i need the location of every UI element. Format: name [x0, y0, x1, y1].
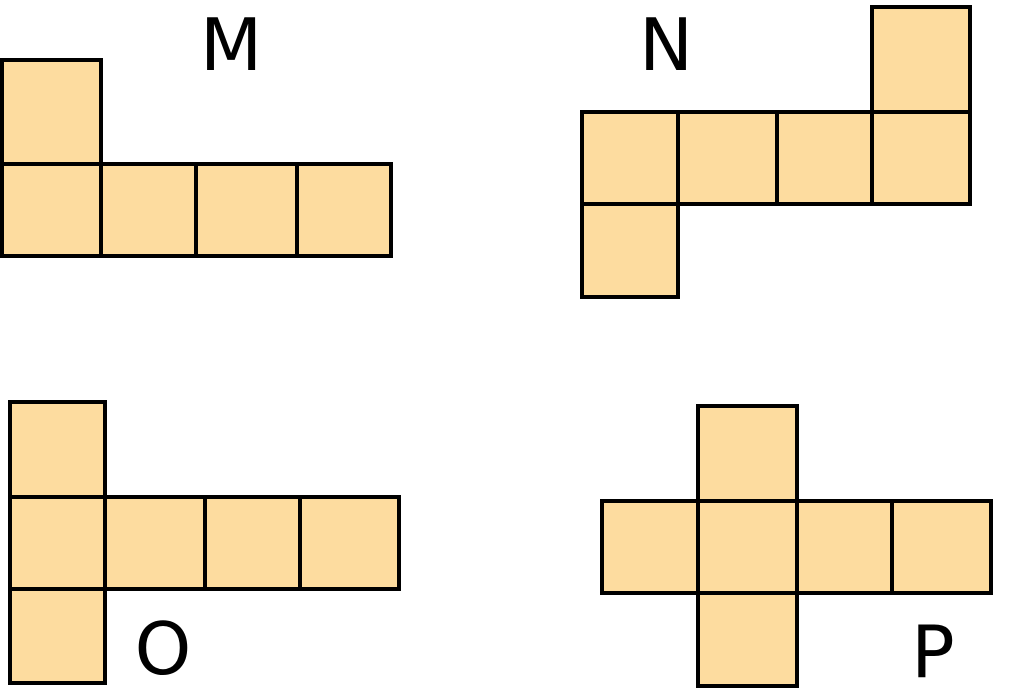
net-o-cell [8, 400, 107, 499]
net-n-label: N [639, 3, 693, 87]
net-o-cell [103, 495, 207, 591]
net-n-cell [870, 110, 972, 206]
net-o-cell [8, 495, 107, 591]
net-m-cell [295, 162, 393, 258]
net-o-cell [203, 495, 302, 591]
net-p: P [600, 404, 993, 694]
net-n-cell [580, 202, 680, 299]
net-m: M [0, 3, 393, 258]
net-m-label: M [200, 3, 262, 87]
net-p-cell [696, 591, 799, 688]
net-n: N [580, 3, 972, 299]
net-p-cell [696, 404, 799, 503]
net-o: O [8, 400, 401, 691]
net-m-cell [99, 162, 198, 258]
net-o-cell [298, 495, 401, 591]
net-n-cell [775, 110, 874, 206]
net-m-cell [0, 162, 103, 258]
net-p-cell [890, 499, 993, 595]
net-m-cell [0, 58, 103, 166]
net-p-label: P [911, 610, 954, 694]
net-o-cell [8, 587, 107, 685]
net-n-cell [676, 110, 779, 206]
net-o-label: O [135, 607, 192, 691]
net-p-cell [600, 499, 700, 595]
net-m-cell [194, 162, 299, 258]
net-p-cell [696, 499, 799, 595]
net-p-cell [795, 499, 894, 595]
net-n-cell [580, 110, 680, 206]
net-n-cell [870, 5, 972, 114]
